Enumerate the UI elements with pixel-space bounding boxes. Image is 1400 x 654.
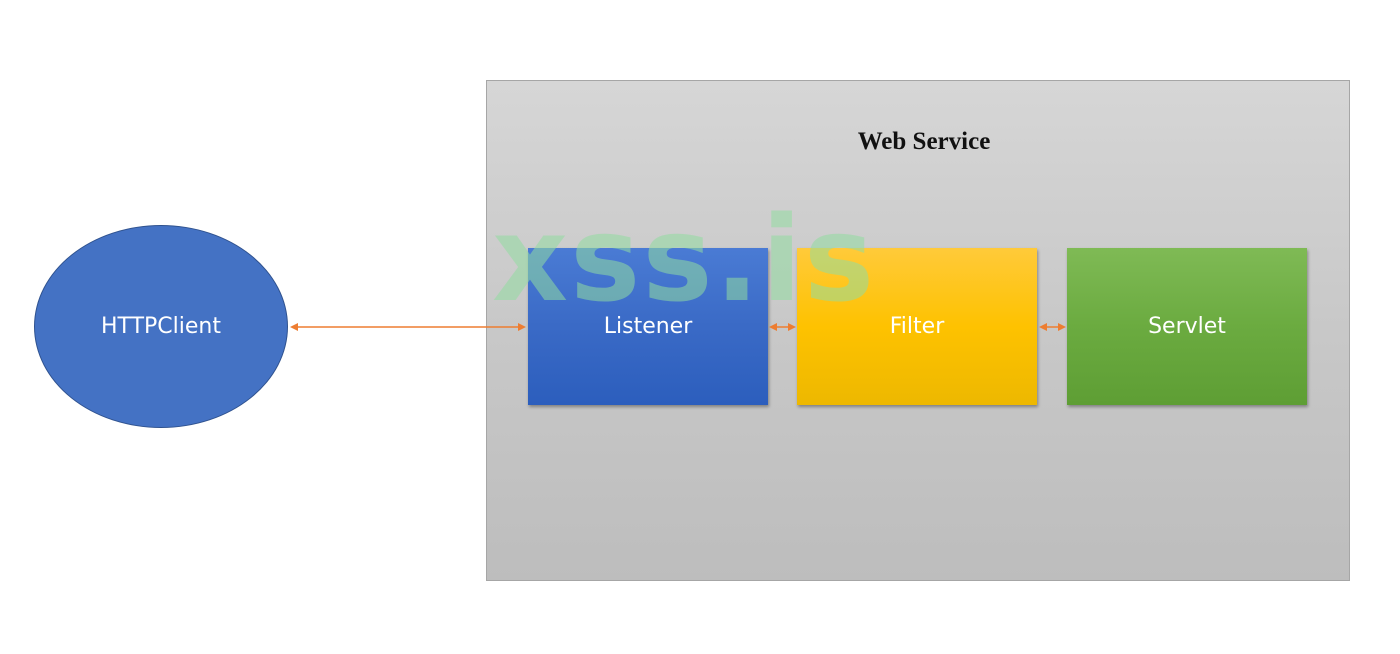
http-client-label: HTTPClient: [101, 314, 221, 339]
servlet-node: Servlet: [1067, 248, 1307, 405]
filter-node: Filter: [797, 248, 1037, 405]
web-service-title: Web Service: [857, 128, 991, 155]
http-client-node: HTTPClient: [34, 225, 288, 428]
servlet-label: Servlet: [1148, 314, 1226, 339]
listener-label: Listener: [603, 314, 693, 339]
filter-label: Filter: [889, 314, 945, 339]
listener-node: Listener: [528, 248, 768, 405]
